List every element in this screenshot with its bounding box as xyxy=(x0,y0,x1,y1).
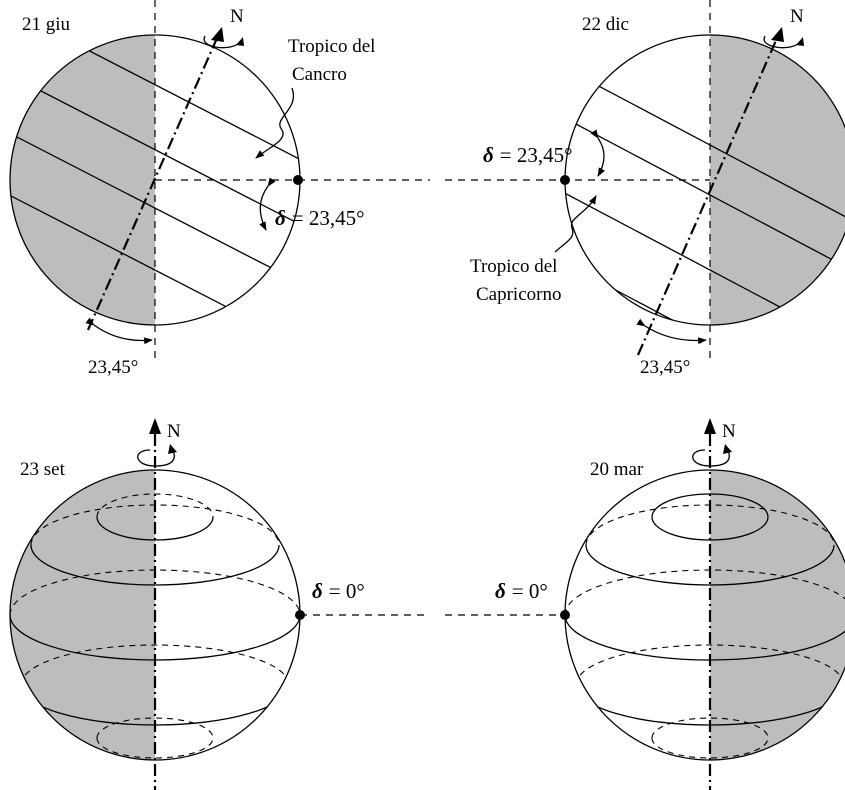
march-delta-symbol: δ xyxy=(495,579,506,603)
june-rotation-arrowhead-icon xyxy=(236,37,244,46)
june-equator xyxy=(10,117,300,294)
september-rotation-arrow-icon xyxy=(137,447,175,467)
march-rotation-arrowhead-icon xyxy=(723,444,732,454)
june-subsolar-point xyxy=(293,175,303,185)
december-delta-symbol: δ xyxy=(483,143,494,167)
march-declination-value: = 0° xyxy=(512,579,548,603)
march-tropic-cancer-front xyxy=(585,544,835,586)
june-declination-label: δ= 23,45° xyxy=(275,206,365,230)
june-declination-arc xyxy=(259,177,276,231)
september-date-label: 23 set xyxy=(20,459,66,480)
september-tropic-cancer-front xyxy=(30,544,280,586)
june-night-side xyxy=(10,35,155,325)
june-tropic-pointer xyxy=(255,87,295,159)
june-parallel-3 xyxy=(10,179,300,325)
september-rotation-arrowhead-icon xyxy=(168,444,177,454)
june-tilt-arc xyxy=(85,317,153,345)
panel-march-equinox: N 20 mar δ= 0° xyxy=(445,418,845,790)
december-rotation-arrowhead-icon xyxy=(796,37,804,46)
june-earth-axis xyxy=(86,35,220,331)
september-declination-label: δ= 0° xyxy=(312,579,365,603)
panel-december-solstice: N 22 dic δ= 23,45° Tropico del Capricorn… xyxy=(445,0,845,378)
september-antarctic-circle-back xyxy=(96,717,214,739)
december-parallel-2 xyxy=(565,179,845,325)
december-declination-arc xyxy=(590,129,606,177)
panel-september-equinox: N 23 set δ= 0° xyxy=(9,418,430,790)
september-tropic-capricorn-back xyxy=(20,644,290,686)
december-tilt-label: 23,45° xyxy=(640,357,690,378)
december-north-label: N xyxy=(790,6,804,27)
december-declination-value: = 23,45° xyxy=(500,143,573,167)
june-declination-value: = 23,45° xyxy=(292,206,365,230)
march-north-arrow-icon xyxy=(704,418,716,434)
panel-june-solstice: N 21 giu Tropico del Cancro δ= 23,45° 23… xyxy=(9,0,430,378)
june-tropic-label-line1: Tropico del xyxy=(288,36,375,57)
march-tropic-capricorn-back xyxy=(575,644,845,686)
june-tropic-label-line2: Cancro xyxy=(292,64,347,85)
december-subsolar-point xyxy=(560,175,570,185)
march-rotation-arrow-icon xyxy=(692,447,730,467)
september-delta-symbol: δ xyxy=(312,579,323,603)
december-declination-label: δ= 23,45° xyxy=(483,143,573,167)
december-date-label: 22 dic xyxy=(582,14,629,35)
march-date-label: 20 mar xyxy=(590,459,644,480)
june-north-label: N xyxy=(230,6,244,27)
march-antarctic-circle-back xyxy=(651,717,769,739)
december-tropic-pointer xyxy=(554,195,597,253)
june-tilt-label: 23,45° xyxy=(88,357,138,378)
september-globe-body xyxy=(10,470,300,760)
march-night-side xyxy=(710,470,845,760)
march-antarctic-circle-front xyxy=(651,737,769,759)
december-earth-axis xyxy=(636,35,780,356)
june-north-arrow-icon xyxy=(211,27,224,42)
december-tilt-arc xyxy=(636,318,707,345)
june-parallel-2 xyxy=(10,74,300,246)
september-declination-value: = 0° xyxy=(329,579,365,603)
december-tropic-label-line1: Tropico del xyxy=(470,256,557,277)
march-north-label: N xyxy=(722,421,736,442)
june-date-label: 21 giu xyxy=(22,14,71,35)
september-night-side xyxy=(10,470,155,760)
march-globe-body xyxy=(565,470,845,760)
june-delta-symbol: δ xyxy=(275,206,286,230)
september-north-arrow-icon xyxy=(149,418,161,434)
december-tropic-label-line2: Capricorno xyxy=(476,284,561,305)
september-antarctic-circle-front xyxy=(96,737,214,759)
december-north-arrow-icon xyxy=(771,27,784,42)
september-north-label: N xyxy=(167,421,181,442)
march-declination-label: δ= 0° xyxy=(495,579,548,603)
december-globe-body xyxy=(565,35,845,325)
